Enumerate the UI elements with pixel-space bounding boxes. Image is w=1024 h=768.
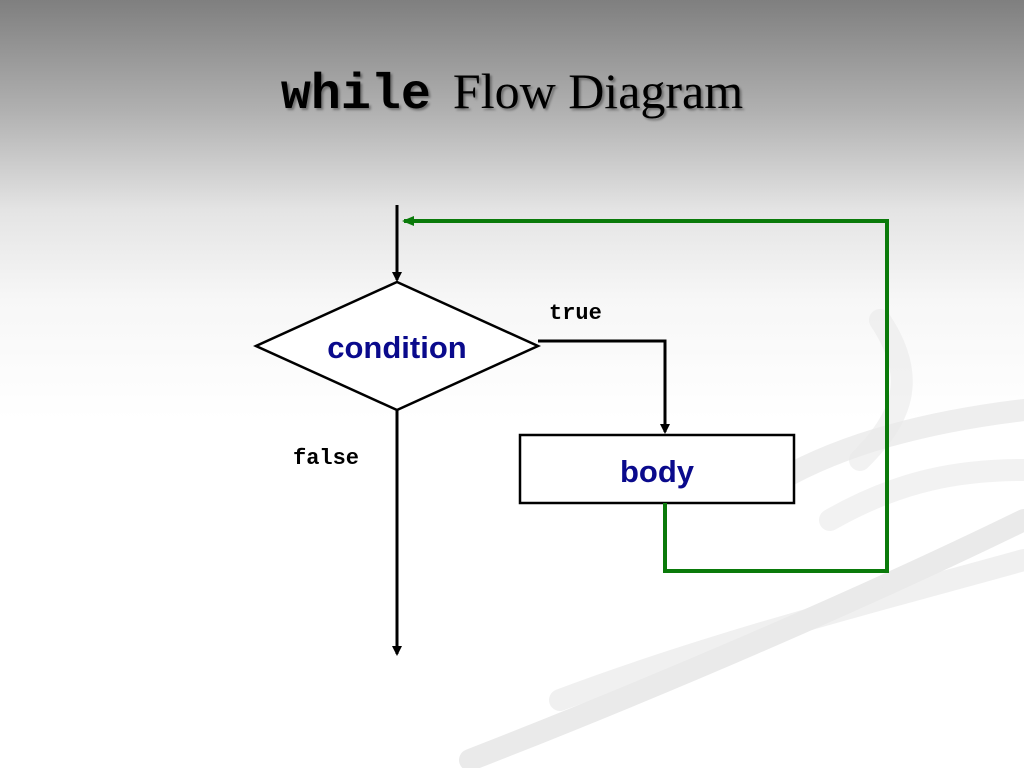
loop-back-arrow xyxy=(402,216,889,573)
title-keyword: while xyxy=(280,67,431,124)
slide-title: while Flow Diagram xyxy=(0,62,1024,132)
false-label: false xyxy=(293,446,359,471)
true-label: true xyxy=(549,301,602,326)
body-label: body xyxy=(620,454,695,489)
true-branch-arrow xyxy=(538,339,670,434)
title-text: Flow Diagram xyxy=(452,63,744,119)
condition-label: condition xyxy=(327,330,466,365)
background-swoosh xyxy=(459,309,1024,768)
body-box xyxy=(518,433,796,505)
